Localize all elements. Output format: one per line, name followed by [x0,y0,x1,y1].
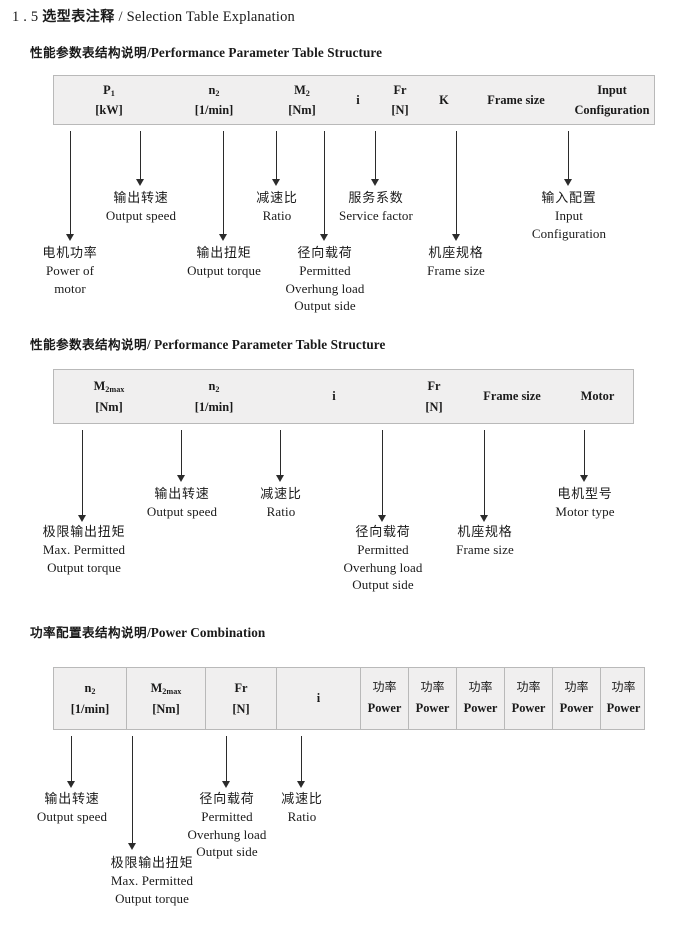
arrow-to-max-permitted-output-torque [78,430,87,522]
section-2-heading-separator: / [146,337,151,352]
table-1-col-p1: P1 [kW] [95,82,123,117]
arrow-to-motor-type [580,430,589,482]
table-3-col-power-5: 功率 Power [552,668,600,729]
table-2-col-frame-size: Frame size [483,389,541,404]
arrow-to-service-factor [371,131,380,186]
table-3-col-power-1: 功率 Power [360,668,408,729]
annotation-output-speed-2: 输出转速 Output speed [146,487,218,520]
arrow-to-input-configuration [564,131,573,186]
section-3-heading-english: Power Combination [150,625,266,640]
arrow-to-frame-size [452,131,461,241]
annotation-power-of-motor: 电机功率 Power of motor [42,246,98,296]
section-3-heading-separator: / [146,625,151,640]
table-3-col-power-4: 功率 Power [504,668,552,729]
arrow-to-output-torque [219,131,228,241]
annotation-output-torque: 输出扭矩 Output torque [187,246,261,279]
page-title-english: Selection Table Explanation [126,9,295,25]
arrow-to-ratio [272,131,281,186]
annotation-service-factor: 服务系数 Service factor [339,191,413,224]
table-1-col-frame-size: Frame size [487,92,545,107]
annotation-input-configuration: 输入配置 Input Configuration [531,191,607,241]
table-1-col-fr: Fr [N] [391,82,409,117]
table-2-col-n2: n2 [1/min] [194,379,234,414]
annotation-permitted-overhung-load-3: 径向载荷 Permitted Overhung load Output side [187,792,267,860]
section-1-heading-chinese: 性能参数表结构说明 [30,45,147,60]
table-2-col-m2max: M2max [Nm] [93,379,125,414]
table-3-col-power-2: 功率 Power [408,668,456,729]
annotation-output-speed: 输出转速 Output speed [105,191,177,224]
arrow-to-permitted-overhung-load-3 [222,736,231,788]
arrow-to-ratio-3 [297,736,306,788]
section-2-heading: 性能参数表结构说明/ Performance Parameter Table S… [30,334,385,353]
table-3-col-i: i [276,668,360,729]
arrow-to-output-speed-3 [67,736,76,788]
table-1-col-i: i [356,92,360,107]
annotation-output-speed-3: 输出转速 Output speed [36,792,108,825]
annotation-max-permitted-output-torque-3: 极限输出扭矩 Max. Permitted Output torque [110,856,194,906]
performance-parameter-table-1: P1 [kW] n2 [1/min] M2 [Nm] i Fr [N] K Fr… [53,75,655,125]
performance-parameter-table-2: M2max [Nm] n2 [1/min] i Fr [N] Frame siz… [53,369,634,424]
annotation-motor-type: 电机型号 Motor type [555,487,615,520]
table-2-col-fr: Fr [N] [425,379,443,414]
annotation-ratio-3: 减速比 Ratio [281,792,323,825]
annotation-ratio-2: 减速比 Ratio [260,487,302,520]
page-title-number: 1 . 5 [12,9,39,25]
arrow-to-power-of-motor [66,131,75,241]
arrow-to-output-speed [136,131,145,186]
section-1-heading-english: Performance Parameter Table Structure [150,45,383,60]
page-title: 1 . 5 选型表注释 / Selection Table Explanatio… [12,6,295,26]
section-2-heading-english: Performance Parameter Table Structure [154,337,386,352]
arrow-to-ratio-2 [276,430,285,482]
table-1-col-m2: M2 [Nm] [288,82,316,117]
annotation-permitted-overhung-load: 径向载荷 Permitted Overhung load Output side [285,246,365,314]
table-1-col-n2: n2 [1/min] [194,82,234,117]
annotation-frame-size-2: 机座规格 Frame size [456,525,514,558]
table-1-col-input-configuration: Input Configuration [574,82,650,117]
arrow-to-permitted-overhung-load [320,131,329,241]
table-3-col-m2max: M2max [Nm] [126,668,205,729]
page-title-chinese: 选型表注释 [42,9,115,25]
table-2-col-motor: Motor [580,389,615,404]
section-3-heading-chinese: 功率配置表结构说明 [30,625,147,640]
section-1-heading: 性能参数表结构说明/Performance Parameter Table St… [30,42,382,61]
section-3-heading: 功率配置表结构说明/Power Combination [30,622,265,641]
page-title-separator: / [118,9,123,25]
arrow-to-max-permitted-output-torque-3 [128,736,137,850]
arrow-to-frame-size-2 [480,430,489,522]
annotation-frame-size: 机座规格 Frame size [427,246,485,279]
table-3-col-n2: n2 [1/min] [70,681,110,716]
section-1-heading-separator: / [146,45,151,60]
table-3-col-fr: Fr [N] [205,668,276,729]
arrow-to-permitted-overhung-load-2 [378,430,387,522]
section-2-heading-chinese: 性能参数表结构说明 [30,337,147,352]
power-combination-table: n2 [1/min] M2max [Nm] Fr [N] i 功率 Power … [53,667,645,730]
table-3-col-power-3: 功率 Power [456,668,504,729]
table-1-col-k: K [439,92,449,107]
annotation-permitted-overhung-load-2: 径向载荷 Permitted Overhung load Output side [343,525,423,593]
annotation-ratio: 减速比 Ratio [256,191,298,224]
table-3-col-power-6: 功率 Power [600,668,646,729]
annotation-max-permitted-output-torque: 极限输出扭矩 Max. Permitted Output torque [42,525,126,575]
arrow-to-output-speed-2 [177,430,186,482]
table-2-col-i: i [332,389,336,404]
